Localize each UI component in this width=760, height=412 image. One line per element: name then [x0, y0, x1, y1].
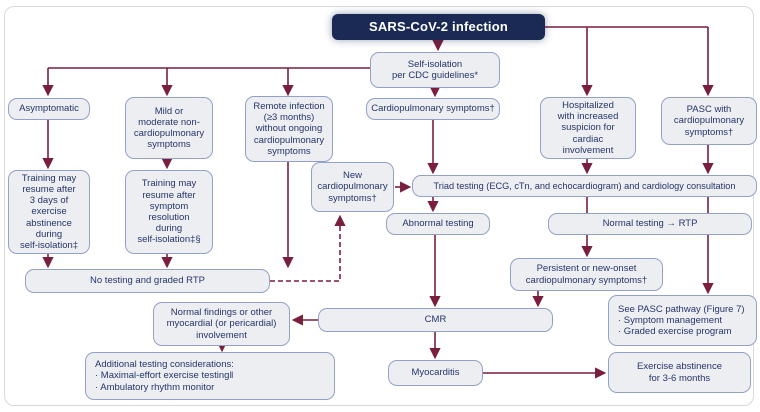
node-normal-findings: Normal findings or other myocardial (or … — [153, 302, 290, 346]
node-abnormal-testing: Abnormal testing — [386, 213, 490, 235]
node-self-isolation: Self-isolation per CDC guidelines* — [370, 52, 500, 88]
node-asymptomatic: Asymptomatic — [8, 98, 90, 120]
node-training-resume-mild: Training may resume after symptom resolu… — [125, 170, 213, 254]
node-cmr: CMR — [318, 308, 553, 332]
node-mild-moderate-symptoms: Mild or moderate non- cardiopulmonary sy… — [125, 97, 213, 159]
node-training-resume-asymptomatic: Training may resume after 3 days of exer… — [8, 170, 90, 254]
node-sars-cov2-infection: SARS-CoV-2 infection — [332, 14, 545, 40]
node-additional-testing: Additional testing considerations: · Max… — [85, 352, 335, 400]
node-no-testing-graded-rtp: No testing and graded RTP — [25, 269, 270, 293]
node-remote-infection: Remote infection (≥3 months) without ong… — [245, 96, 333, 162]
node-cardiopulmonary-symptoms: Cardiopulmonary symptoms† — [366, 98, 500, 120]
node-new-cardiopulmonary-symptoms: New cardiopulmonary symptoms† — [311, 162, 394, 212]
node-hospitalized: Hospitalized with increased suspicion fo… — [540, 97, 636, 159]
node-see-pasc-pathway: See PASC pathway (Figure 7) · Symptom ma… — [608, 295, 757, 346]
node-triad-testing: Triad testing (ECG, cTn, and echocardiog… — [412, 175, 757, 197]
node-exercise-abstinence: Exercise abstinence for 3-6 months — [608, 352, 751, 393]
node-normal-testing-rtp: Normal testing → RTP — [548, 213, 752, 235]
node-myocarditis: Myocarditis — [388, 360, 483, 386]
node-persistent-symptoms: Persistent or new-onset cardiopulmonary … — [510, 258, 663, 291]
node-pasc-with-symptoms: PASC with cardiopulmonary symptoms† — [661, 97, 757, 145]
